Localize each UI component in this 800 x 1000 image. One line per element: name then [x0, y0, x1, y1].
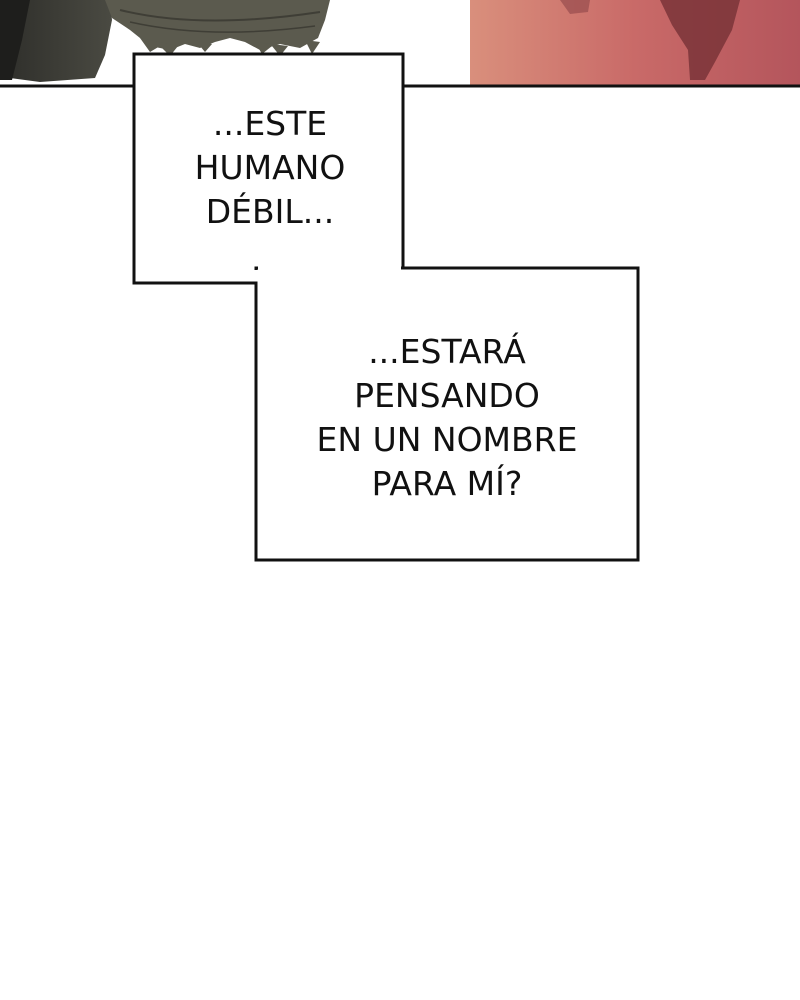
caption-2-line-1: ...ESTARÁ: [368, 332, 526, 371]
caption-2-line-3: EN UN NOMBRE: [316, 420, 578, 459]
caption-1-line-2: HUMANO: [194, 148, 346, 187]
creature-feet-shape: [105, 0, 330, 50]
red-background-shape: [470, 0, 800, 86]
figure-leg-shape: [660, 0, 740, 80]
caption-1-line-3: DÉBIL...: [205, 192, 335, 231]
caption-1-line-1: ...ESTE: [212, 104, 328, 143]
caption-text-1: ...ESTE HUMANO DÉBIL...: [140, 102, 400, 234]
caption-2-line-2: PENSANDO: [354, 376, 540, 415]
dark-figure-shape: [0, 0, 112, 82]
caption-2-line-4: PARA MÍ?: [371, 464, 523, 503]
caption-text-2: ...ESTARÁ PENSANDO EN UN NOMBRE PARA MÍ?: [258, 330, 636, 506]
